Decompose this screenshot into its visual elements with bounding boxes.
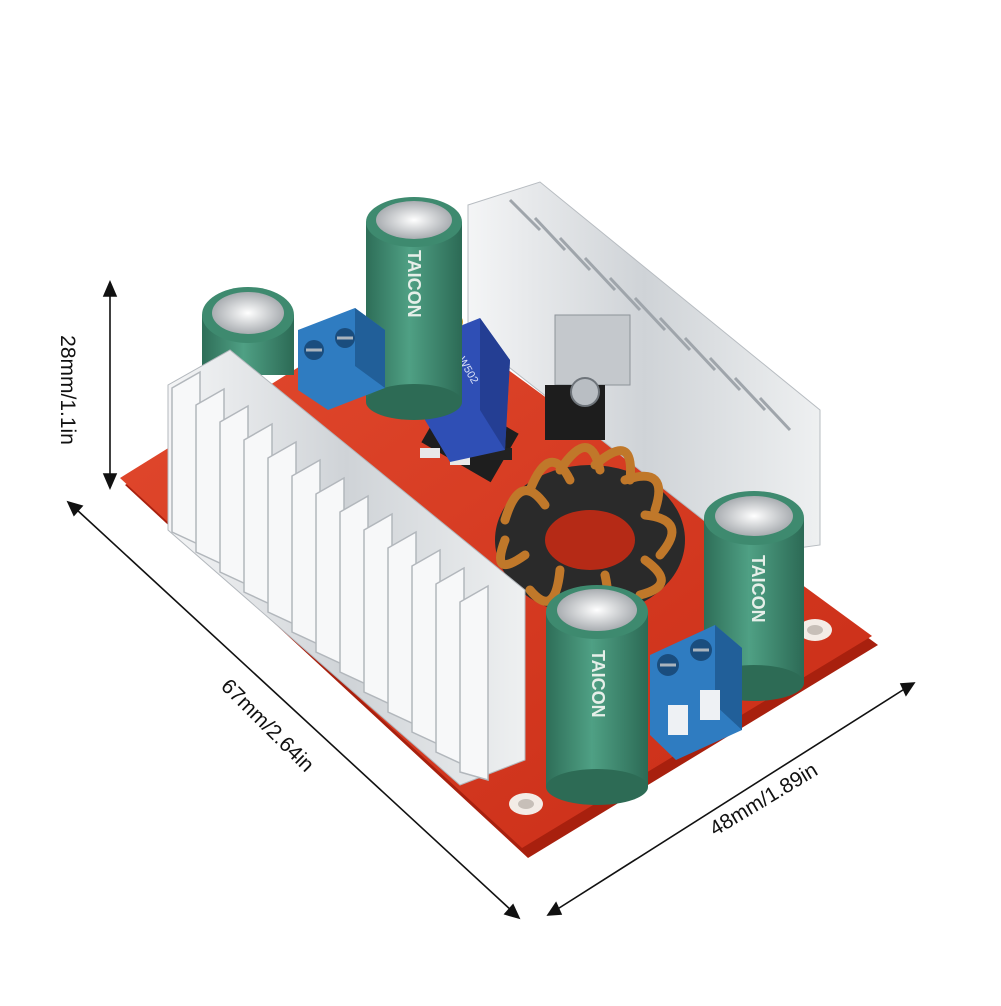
capacitor-label: TAICON: [748, 555, 768, 623]
height-arrow: [102, 279, 118, 491]
capacitor-back-center: TAICON: [366, 197, 462, 420]
front-heatsink: [167, 349, 526, 786]
input-terminal-block: [298, 308, 385, 410]
length-arrow: [66, 500, 521, 920]
output-terminal-block: [650, 625, 742, 760]
width-arrow: [546, 682, 916, 916]
height-dimension-label: 28mm/1.1in: [56, 335, 79, 445]
capacitor-label: TAICON: [404, 250, 424, 318]
capacitor-label: TAICON: [588, 650, 608, 718]
capacitor-front-center: TAICON: [546, 585, 648, 805]
rear-heatsink: [467, 181, 821, 556]
toroid-inductor: [495, 443, 685, 615]
